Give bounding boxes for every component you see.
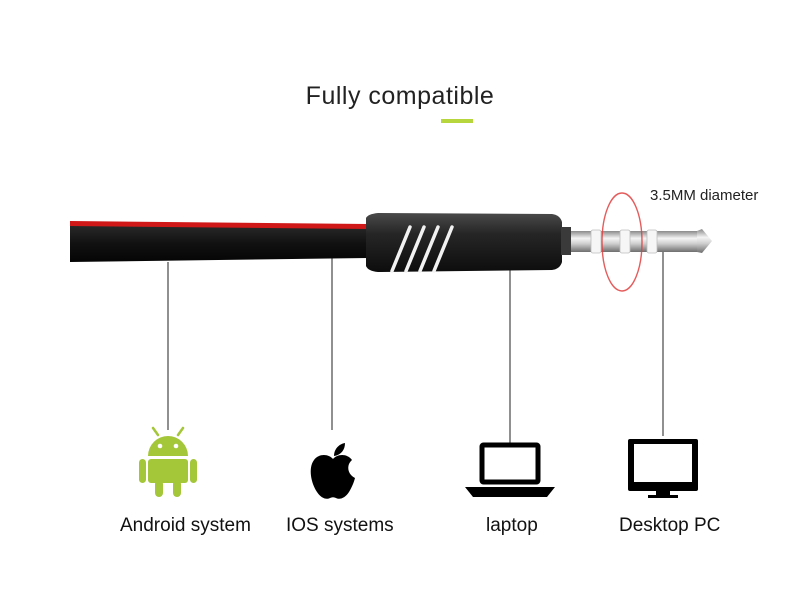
diameter-label: 3.5MM diameter: [650, 187, 759, 204]
plug-body: [366, 213, 562, 273]
metal-jack: [561, 227, 712, 255]
diameter-ring: [601, 192, 643, 292]
apple-icon: [310, 443, 355, 499]
android-icon: [139, 426, 197, 497]
laptop-icon: [465, 442, 555, 497]
device-label-desktop: Desktop PC: [619, 515, 721, 536]
page-title: Fully compatible: [305, 82, 495, 110]
device-label-ios: IOS systems: [286, 515, 394, 536]
connector-lines: [167, 252, 664, 444]
desktop-pc-icon: [628, 439, 698, 498]
device-label-android: Android system: [120, 515, 251, 536]
flat-cable: [70, 221, 368, 262]
title-underline: [441, 119, 473, 123]
device-label-laptop: laptop: [486, 515, 538, 536]
